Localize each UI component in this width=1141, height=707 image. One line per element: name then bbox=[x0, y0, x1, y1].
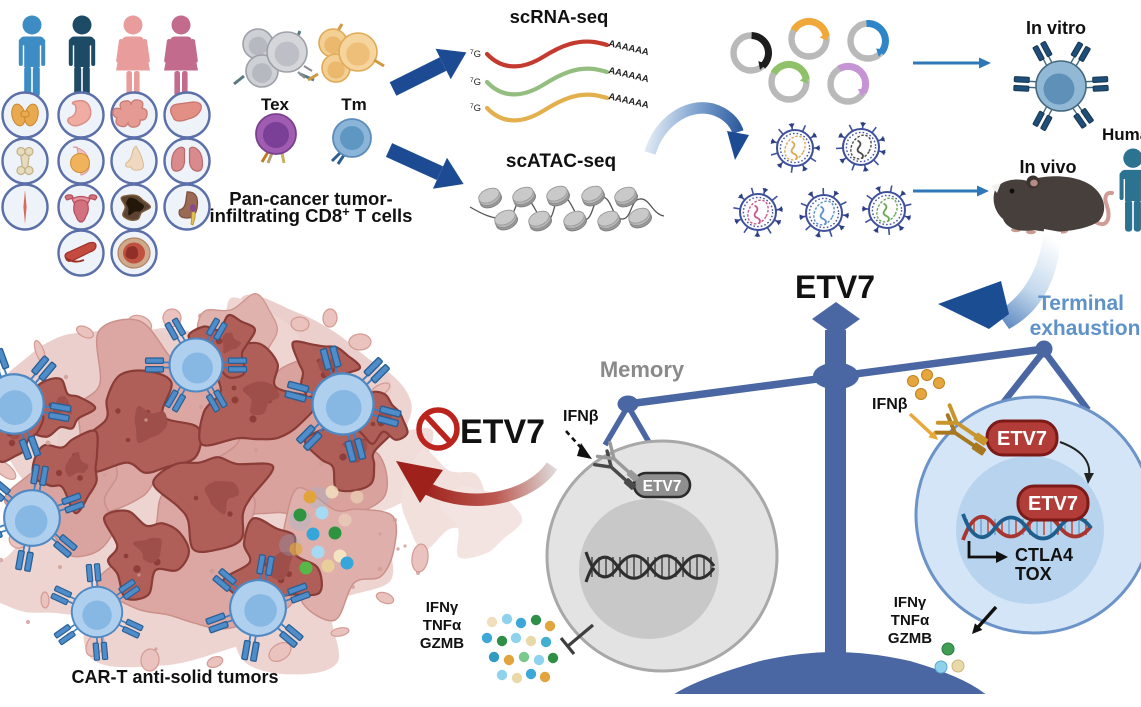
svg-text:IFNγ: IFNγ bbox=[426, 599, 459, 616]
svg-text:infiltrating CD8+ T cells: infiltrating CD8+ T cells bbox=[210, 204, 413, 226]
svg-text:ETV7: ETV7 bbox=[460, 413, 545, 451]
svg-text:IFNγ: IFNγ bbox=[894, 594, 927, 611]
svg-text:ETV7: ETV7 bbox=[997, 428, 1047, 450]
svg-text:IFNβ: IFNβ bbox=[563, 408, 599, 425]
svg-text:ETV7: ETV7 bbox=[643, 478, 682, 495]
svg-text:IFNβ: IFNβ bbox=[872, 396, 908, 413]
svg-text:TOX: TOX bbox=[1015, 564, 1052, 584]
svg-text:Tm: Tm bbox=[341, 95, 367, 114]
svg-text:ETV7: ETV7 bbox=[795, 269, 875, 305]
svg-text:Memory: Memory bbox=[600, 357, 685, 382]
svg-text:In vitro: In vitro bbox=[1026, 18, 1086, 38]
svg-text:TNFα: TNFα bbox=[891, 612, 930, 629]
svg-text:CAR-T anti-solid tumors: CAR-T anti-solid tumors bbox=[72, 667, 279, 687]
svg-text:Tex: Tex bbox=[261, 95, 290, 114]
svg-text:In vivo: In vivo bbox=[1019, 157, 1076, 177]
svg-text:scRNA-seq: scRNA-seq bbox=[510, 6, 609, 27]
svg-text:CTLA4: CTLA4 bbox=[1015, 545, 1073, 565]
svg-text:Human: Human bbox=[1102, 125, 1141, 144]
svg-text:scATAC-seq: scATAC-seq bbox=[506, 151, 616, 172]
svg-text:GZMB: GZMB bbox=[420, 635, 464, 652]
svg-text:exhaustion: exhaustion bbox=[1030, 317, 1141, 340]
svg-text:GZMB: GZMB bbox=[888, 630, 932, 647]
svg-text:Terminal: Terminal bbox=[1038, 292, 1124, 315]
svg-text:ETV7: ETV7 bbox=[1028, 493, 1078, 515]
svg-text:TNFα: TNFα bbox=[423, 617, 462, 634]
